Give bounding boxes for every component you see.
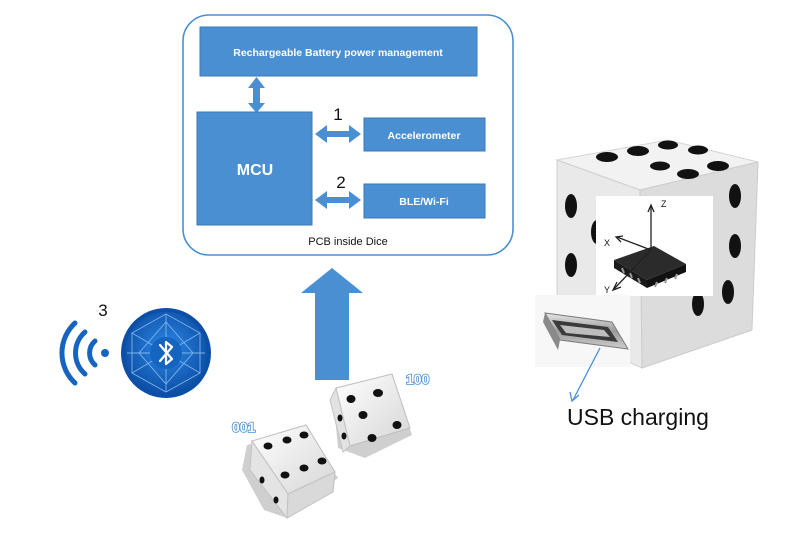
dice-photo: Z X Y (525, 110, 775, 403)
mcu-ble-double-arrow (315, 191, 361, 209)
usb-pointer-arrowhead (569, 391, 580, 403)
power-management-label: Rechargeable Battery power management (233, 47, 443, 59)
upward-arrow (301, 268, 363, 380)
link-number-1: 1 (333, 105, 342, 124)
accelerometer-label: Accelerometer (388, 130, 461, 142)
axis-z-label: Z (661, 199, 667, 209)
dice-right (329, 373, 412, 458)
dice-left (242, 424, 338, 520)
usb-connector-inset (535, 295, 630, 367)
chip-top (614, 246, 686, 280)
bluetooth-icon (121, 308, 211, 398)
usb-charging-caption: USB charging (567, 404, 709, 430)
pcb-title: PCB inside Dice (308, 236, 387, 248)
mcu-label: MCU (237, 162, 273, 179)
accelerometer-inset: Z X Y (596, 196, 713, 296)
power-management-block (199, 26, 478, 77)
die-pips (565, 140, 741, 316)
axis-y-label: Y (604, 285, 610, 295)
mcu-block (196, 111, 313, 226)
link-number-2: 2 (336, 173, 345, 192)
axis-x-label: X (604, 238, 610, 248)
wireless-number-3: 3 (98, 301, 107, 320)
ble-wifi-label: BLE/Wi-Fi (399, 196, 449, 208)
mcu-accelerometer-double-arrow (315, 125, 361, 143)
dice-left-label: 001 (232, 419, 256, 435)
wifi-signal-icon (59, 320, 109, 386)
accelerometer-block (363, 117, 486, 152)
ble-wifi-block (363, 183, 486, 219)
axis-arrows (611, 203, 655, 292)
usb-pointer-line (572, 347, 601, 401)
dice-right-label: 100 (406, 371, 430, 387)
pcb-diagram: Rechargeable Battery power management MC… (182, 14, 514, 256)
power-mcu-double-arrow (248, 77, 265, 113)
